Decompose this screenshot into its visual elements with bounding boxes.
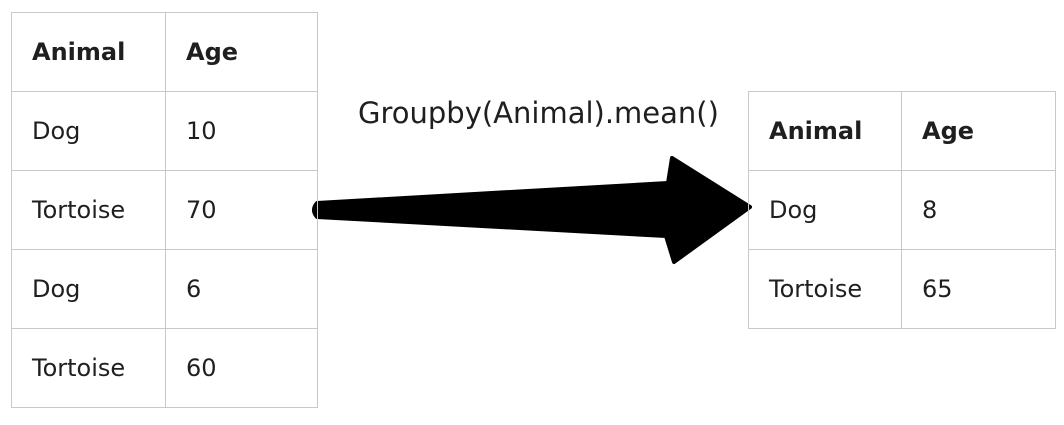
table-row: Tortoise 70 — [11, 170, 318, 250]
result-table: Animal Age Dog 8 Tortoise 65 — [748, 91, 1056, 329]
table-row: Tortoise 65 — [748, 249, 1056, 329]
result-header-age: Age — [901, 91, 1056, 171]
source-header-age: Age — [165, 12, 318, 92]
result-cell-animal: Dog — [748, 170, 902, 250]
source-cell-age: 6 — [165, 249, 318, 329]
source-cell-animal: Tortoise — [11, 170, 166, 250]
source-header-animal: Animal — [11, 12, 166, 92]
table-row: Tortoise 60 — [11, 328, 318, 408]
source-cell-age: 10 — [165, 91, 318, 171]
source-cell-animal: Tortoise — [11, 328, 166, 408]
table-row: Dog 8 — [748, 170, 1056, 250]
result-cell-animal: Tortoise — [748, 249, 902, 329]
arrow-shape — [312, 156, 752, 264]
result-cell-age: 65 — [901, 249, 1056, 329]
result-cell-age: 8 — [901, 170, 1056, 250]
source-table-header-row: Animal Age — [11, 12, 318, 92]
source-cell-animal: Dog — [11, 91, 166, 171]
source-cell-animal: Dog — [11, 249, 166, 329]
table-row: Dog 6 — [11, 249, 318, 329]
source-cell-age: 60 — [165, 328, 318, 408]
result-table-header-row: Animal Age — [748, 91, 1056, 171]
source-table: Animal Age Dog 10 Tortoise 70 Dog 6 Tort… — [11, 12, 318, 408]
table-row: Dog 10 — [11, 91, 318, 171]
source-cell-age: 70 — [165, 170, 318, 250]
result-header-animal: Animal — [748, 91, 902, 171]
operation-label: Groupby(Animal).mean() — [358, 96, 719, 130]
